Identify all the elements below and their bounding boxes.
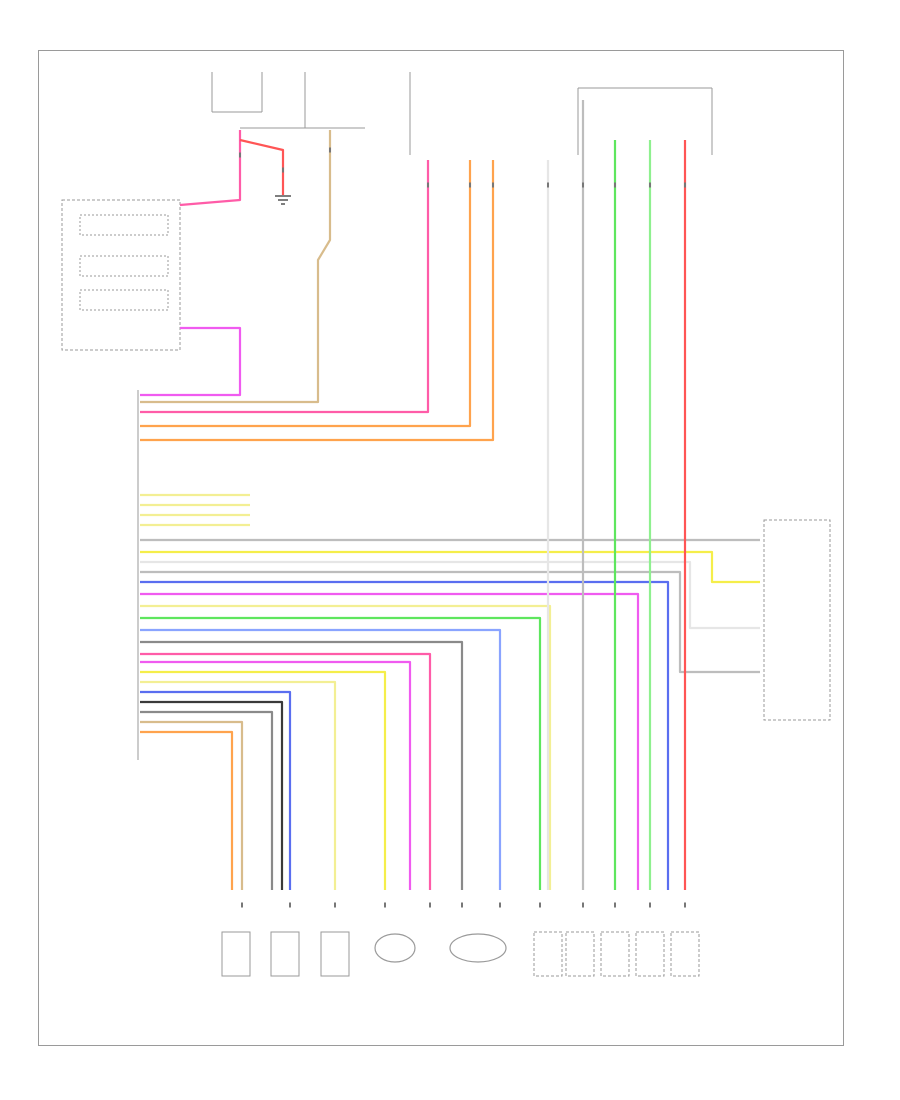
temp-sensor-icon	[221, 931, 251, 977]
wire-red-ground-feed	[239, 138, 285, 195]
wire-lightyellow-tcc	[140, 680, 337, 890]
ground-icon	[275, 195, 291, 205]
wire-white-range	[140, 560, 760, 630]
component-boxes	[61, 72, 831, 760]
pressure-solenoid-icon	[600, 931, 630, 977]
tps-sensor-icon	[270, 931, 300, 977]
shift-solenoid-b-icon	[565, 931, 595, 977]
wire-orange-battery-2	[140, 160, 495, 442]
wire-yellow-input	[140, 670, 387, 890]
wire-lightyellow-sol	[140, 604, 552, 890]
wire-pink-ignition	[140, 160, 430, 414]
wire-blue-tps	[140, 690, 292, 890]
diagram-frame	[38, 50, 844, 1046]
wire-green-sol	[140, 616, 542, 890]
instrument-cluster-indicator-2	[79, 255, 169, 277]
wire-blue-sol	[140, 580, 670, 890]
output-speed-sensor-icon	[449, 933, 507, 963]
wire-yellow-range	[140, 550, 760, 584]
wire-pink-speed	[140, 652, 432, 890]
instrument-cluster-indicator-1	[79, 214, 169, 236]
shift-solenoid-a-icon	[533, 931, 563, 977]
wire-tan-temp	[140, 720, 244, 890]
wire-lightblue-speed	[140, 628, 502, 890]
wire-tan-stoplamp	[140, 130, 332, 404]
instrument-cluster-box	[61, 199, 181, 351]
tcc-pwm-solenoid-icon	[635, 931, 665, 977]
trans-range-switch-box	[763, 519, 831, 721]
tcc-solenoid-icon	[320, 931, 350, 977]
instrument-cluster-indicator-3	[79, 289, 169, 311]
wire-black-tps	[140, 700, 284, 890]
input-speed-sensor-icon	[374, 933, 416, 963]
wire-magenta-cluster	[140, 326, 242, 397]
3-2-solenoid-icon	[670, 931, 700, 977]
component-layer	[221, 195, 700, 977]
pin-label-layer	[239, 147, 686, 908]
wire-magenta-input	[140, 660, 412, 890]
wire-orange-battery-1	[140, 160, 472, 428]
wire-pink-cluster	[179, 130, 242, 207]
wire-gray-range-2	[140, 570, 760, 674]
wire-gray-speed	[140, 640, 464, 890]
wire-gray-tps	[140, 710, 274, 890]
wire-orange-temp	[140, 730, 234, 890]
wire-magenta-sol	[140, 592, 640, 890]
wire-layer	[140, 100, 760, 890]
